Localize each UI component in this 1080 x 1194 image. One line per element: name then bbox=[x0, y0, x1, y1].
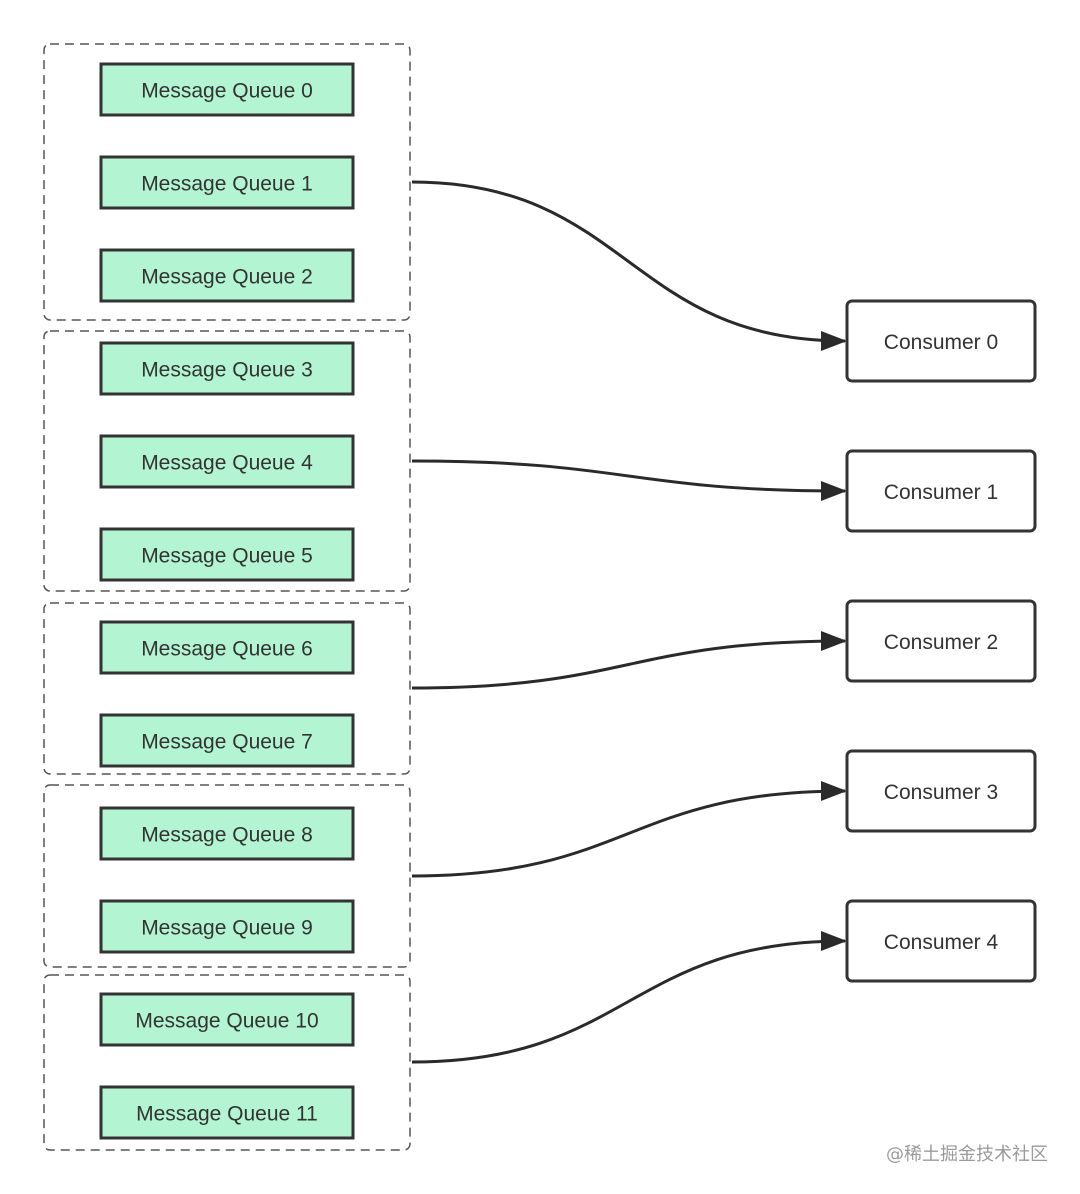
message-queue-box bbox=[99, 434, 355, 489]
consumer-label: Consumer 1 bbox=[884, 481, 998, 504]
message-queue-10: Message Queue 10 bbox=[99, 992, 355, 1047]
message-queue-label: Message Queue 0 bbox=[141, 80, 313, 103]
message-queue-box bbox=[99, 620, 355, 675]
message-queue-box bbox=[99, 62, 355, 117]
message-queue-label: Message Queue 9 bbox=[141, 917, 313, 940]
message-queue-box bbox=[99, 248, 355, 303]
message-queue-11: Message Queue 11 bbox=[99, 1085, 355, 1140]
queue-group-3 bbox=[43, 784, 411, 968]
connector-arrow-3 bbox=[411, 781, 847, 878]
consumer-box bbox=[845, 449, 1037, 533]
consumer-label: Consumer 4 bbox=[884, 931, 999, 954]
consumer-1: Consumer 1 bbox=[845, 449, 1037, 533]
connector-arrow-4 bbox=[411, 931, 847, 1064]
queue-group-1 bbox=[43, 330, 411, 592]
queue-group-2 bbox=[43, 602, 411, 775]
queue-group-0 bbox=[43, 43, 411, 321]
message-queue-label: Message Queue 1 bbox=[141, 173, 313, 196]
watermark-text: @稀土掘金技术社区 bbox=[886, 1144, 1048, 1165]
message-queue-7: Message Queue 7 bbox=[99, 713, 355, 768]
message-queue-label: Message Queue 7 bbox=[141, 731, 313, 754]
message-queue-box bbox=[99, 1085, 355, 1140]
message-queue-box bbox=[99, 992, 355, 1047]
message-queue-8: Message Queue 8 bbox=[99, 806, 355, 861]
consumer-0: Consumer 0 bbox=[845, 299, 1037, 383]
connector-arrow-2 bbox=[411, 631, 847, 690]
consumer-box bbox=[845, 899, 1037, 983]
consumer-box bbox=[845, 749, 1037, 833]
message-queue-label: Message Queue 4 bbox=[141, 452, 313, 475]
consumer-box bbox=[845, 599, 1037, 683]
consumer-label: Consumer 2 bbox=[884, 631, 998, 654]
connector-arrow-0 bbox=[411, 180, 847, 351]
message-queue-label: Message Queue 5 bbox=[141, 545, 313, 568]
queue-group-4 bbox=[43, 974, 411, 1151]
message-queue-box bbox=[99, 899, 355, 954]
message-queue-box bbox=[99, 341, 355, 396]
message-queue-4: Message Queue 4 bbox=[99, 434, 355, 489]
message-queue-box bbox=[99, 155, 355, 210]
message-queue-6: Message Queue 6 bbox=[99, 620, 355, 675]
consumer-4: Consumer 4 bbox=[845, 899, 1037, 983]
message-queue-label: Message Queue 11 bbox=[136, 1103, 318, 1126]
message-queue-box bbox=[99, 713, 355, 768]
consumer-label: Consumer 3 bbox=[884, 781, 998, 804]
message-queue-2: Message Queue 2 bbox=[99, 248, 355, 303]
consumer-2: Consumer 2 bbox=[845, 599, 1037, 683]
message-queue-0: Message Queue 0 bbox=[99, 62, 355, 117]
message-queue-box bbox=[99, 527, 355, 582]
message-queue-label: Message Queue 8 bbox=[141, 824, 313, 847]
message-queue-label: Message Queue 2 bbox=[141, 266, 313, 289]
message-queue-9: Message Queue 9 bbox=[99, 899, 355, 954]
message-queue-label: Message Queue 6 bbox=[141, 638, 313, 661]
consumer-3: Consumer 3 bbox=[845, 749, 1037, 833]
message-queue-3: Message Queue 3 bbox=[99, 341, 355, 396]
message-queue-1: Message Queue 1 bbox=[99, 155, 355, 210]
consumer-label: Consumer 0 bbox=[884, 331, 998, 354]
connector-arrow-1 bbox=[411, 459, 847, 501]
message-queue-5: Message Queue 5 bbox=[99, 527, 355, 582]
consumer-box bbox=[845, 299, 1037, 383]
message-queue-label: Message Queue 3 bbox=[141, 359, 313, 382]
message-queue-box bbox=[99, 806, 355, 861]
message-queue-label: Message Queue 10 bbox=[135, 1010, 318, 1033]
